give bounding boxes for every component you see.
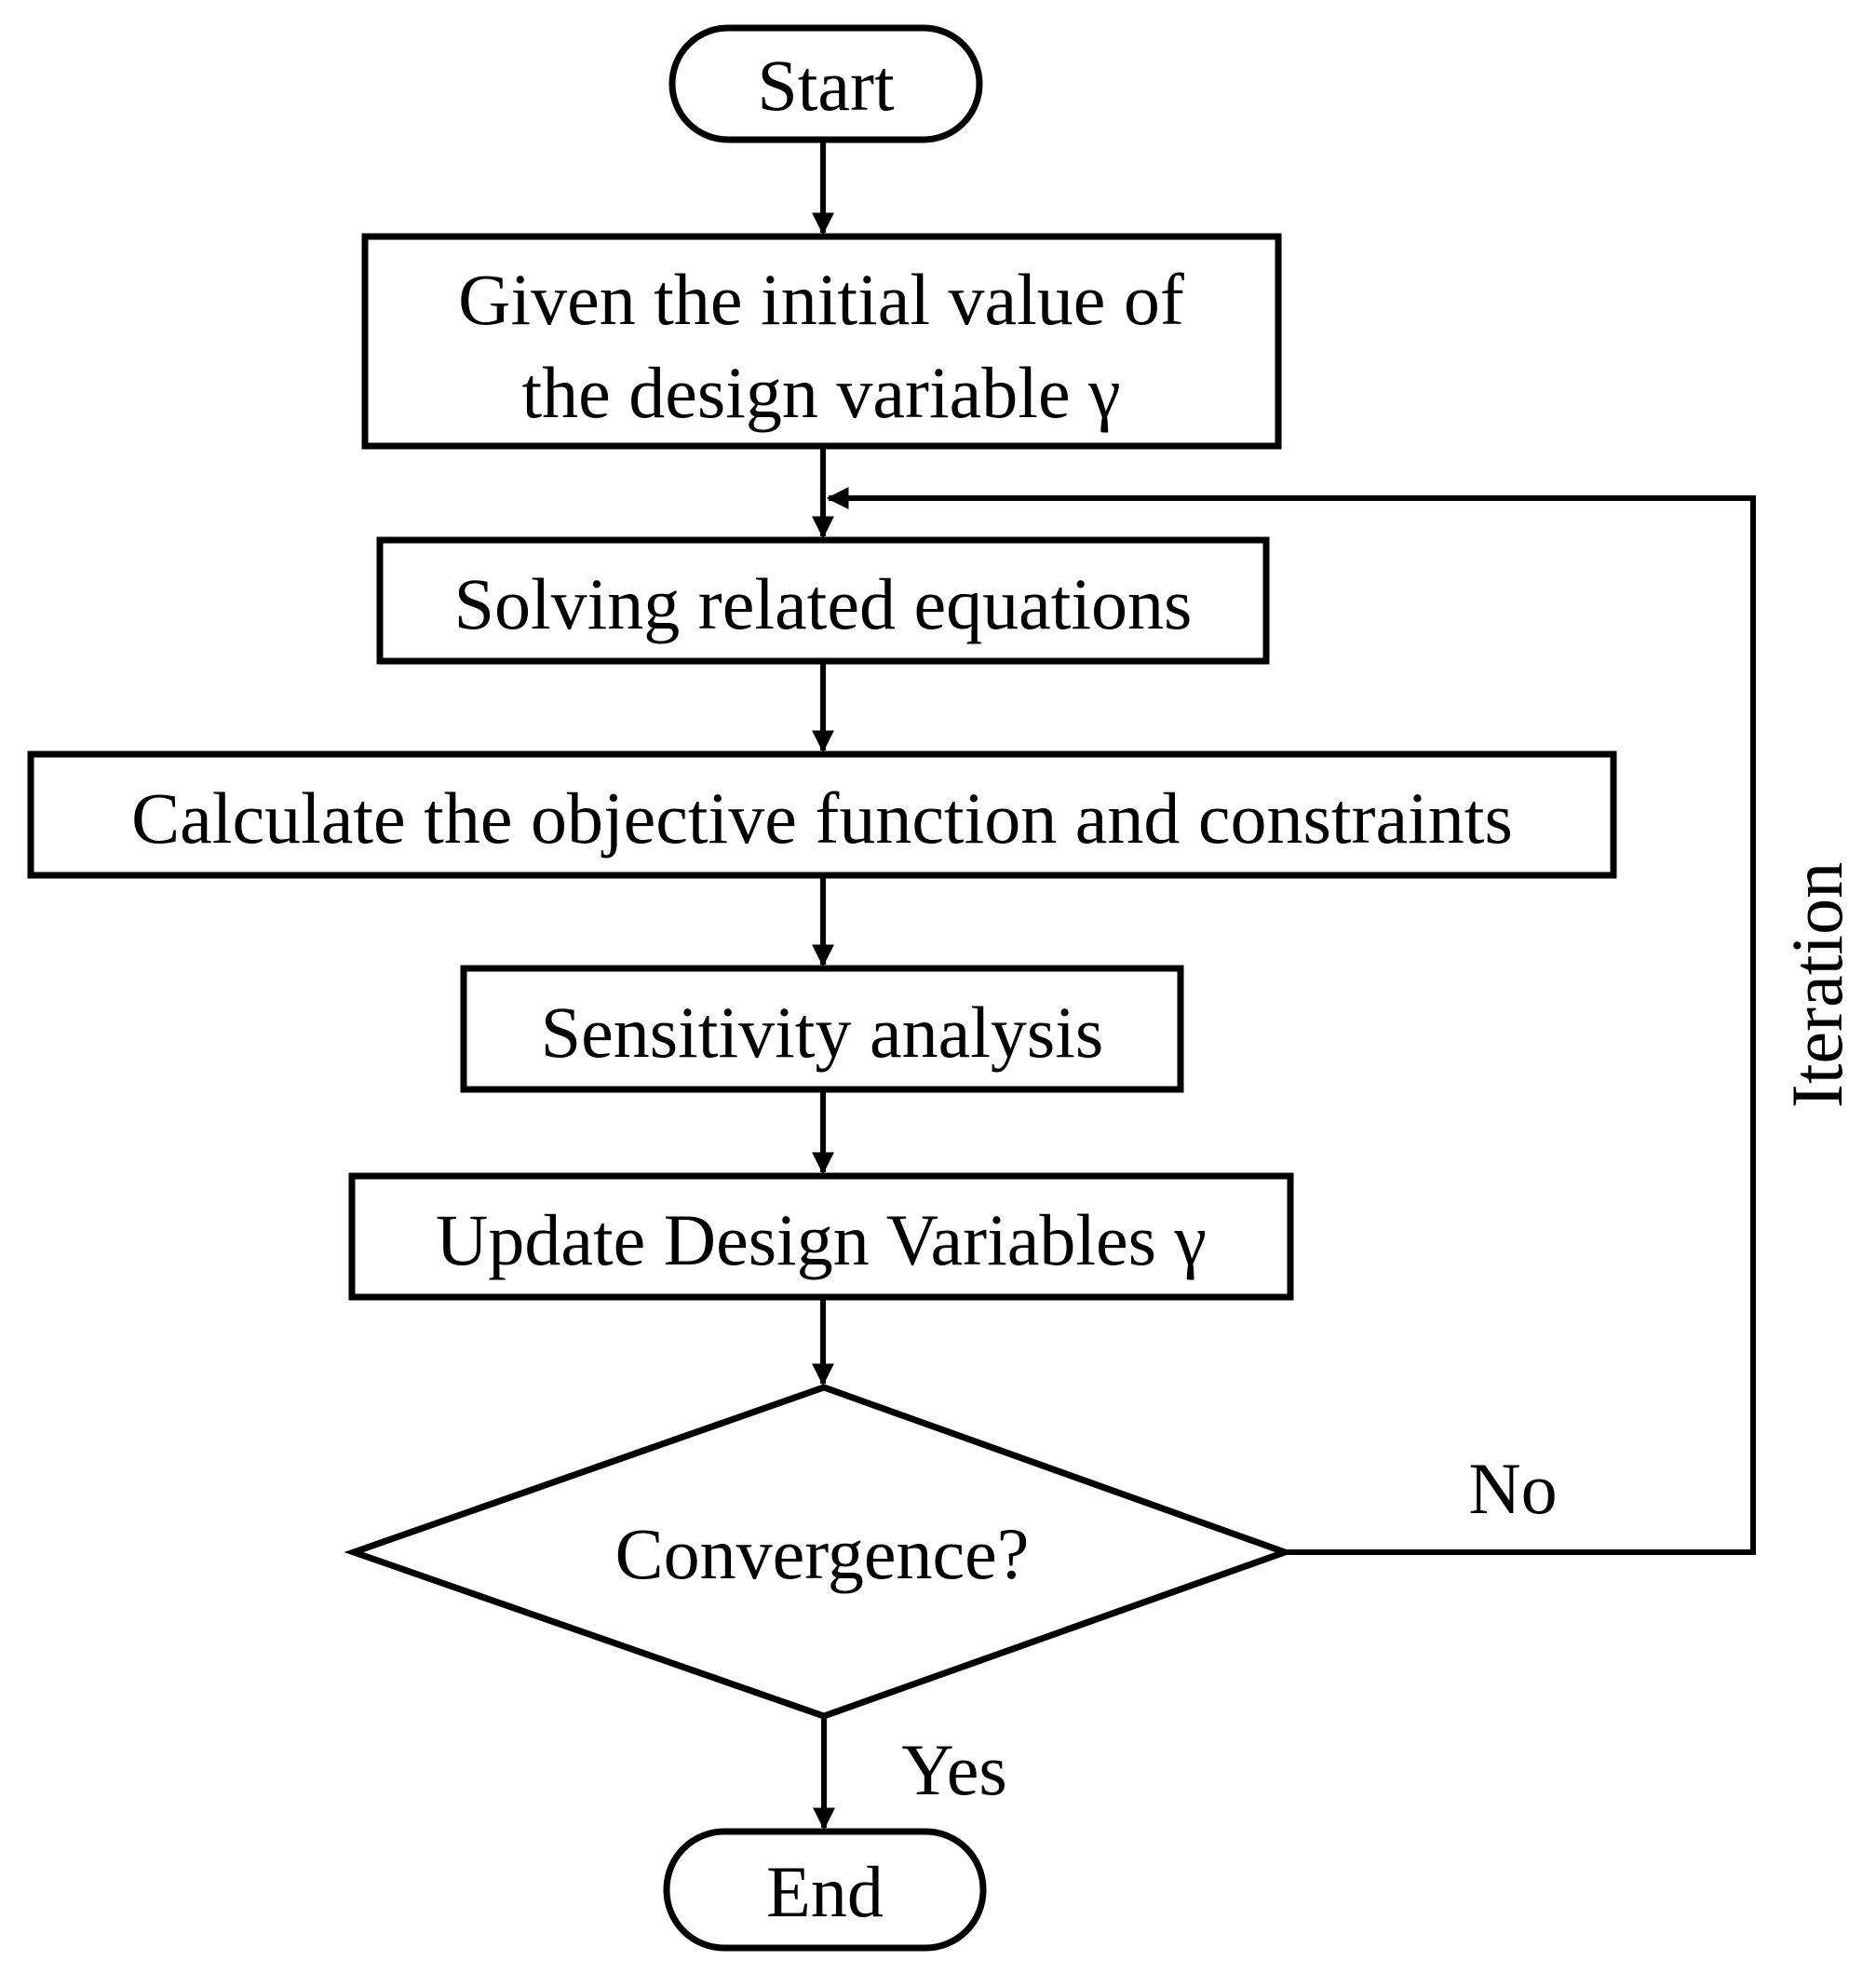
decision-label: Convergence? [615, 1513, 1030, 1594]
start-label: Start [757, 45, 895, 126]
end-node: End [663, 1828, 987, 1952]
init-node: Given the initial value of the design va… [361, 233, 1282, 450]
yes-label: Yes [901, 1729, 1007, 1810]
calc-node: Calculate the objective function and con… [27, 750, 1617, 879]
arrow-loop-no [826, 487, 1756, 1555]
update-node: Update Design Variables γ [348, 1172, 1294, 1301]
init-label-line1: Given the initial value of [458, 259, 1184, 340]
no-label: No [1468, 1448, 1557, 1529]
sens-node: Sensitivity analysis [460, 965, 1184, 1093]
start-node: Start [668, 24, 983, 143]
iteration-label: Iteration [1776, 862, 1857, 1108]
calc-label: Calculate the objective function and con… [131, 777, 1513, 859]
sens-label: Sensitivity analysis [541, 992, 1104, 1073]
solve-node: Solving related equations [376, 536, 1270, 665]
update-label: Update Design Variables γ [436, 1199, 1207, 1280]
init-label-line2: the design variable γ [521, 352, 1120, 433]
end-label: End [766, 1851, 884, 1932]
solve-label: Solving related equations [454, 563, 1193, 644]
decision-node: Convergence? [344, 1384, 1295, 1720]
